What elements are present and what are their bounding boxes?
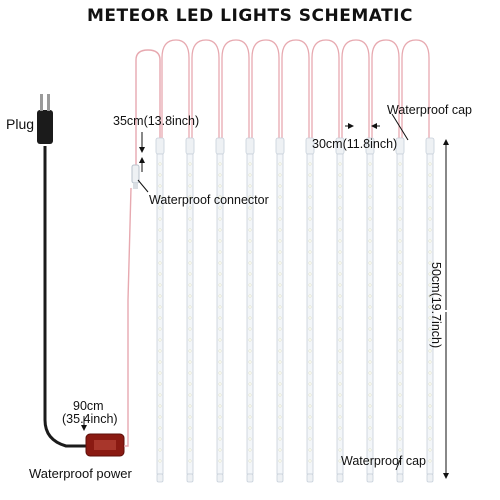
- led-tube: [185, 137, 195, 483]
- lead-wire: [135, 49, 161, 165]
- loop-wire: [341, 39, 370, 138]
- led-tube: [395, 137, 405, 483]
- loop-wire: [371, 39, 400, 138]
- led-tube: [155, 137, 165, 483]
- connector-pointer: [137, 179, 149, 193]
- waterproof-cap-bottom-label: Waterproof cap: [341, 454, 426, 468]
- waterproof-connector: [131, 164, 140, 189]
- loop-wire: [401, 39, 430, 138]
- led-tube: [275, 137, 285, 483]
- led-tube: [245, 137, 255, 483]
- led-tube: [425, 137, 435, 483]
- loop-wire: [191, 39, 220, 138]
- loop-wire: [281, 39, 310, 138]
- led-tube: [305, 137, 315, 483]
- power-cable: [43, 146, 88, 448]
- pink-wires: [124, 39, 430, 447]
- feed-wire: [124, 187, 132, 447]
- gap-30cm-label: 30cm(11.8inch): [312, 137, 398, 151]
- waterproof-cap-top-label: Waterproof cap: [387, 103, 472, 117]
- cap-bottom-pointer: [395, 459, 401, 471]
- loop-wire: [311, 39, 340, 138]
- diagram-title: METEOR LED LIGHTS SCHEMATIC: [87, 6, 413, 26]
- waterproof-connector-label: Waterproof connector: [149, 193, 269, 207]
- cap-top-pointer: [391, 113, 409, 141]
- led-tube: [215, 137, 225, 483]
- waterproof-power-label: Waterproof power: [29, 466, 132, 481]
- led-tube: [335, 137, 345, 483]
- cable-90cm-inch-label: (35.4inch): [62, 412, 118, 426]
- led-tube: [365, 137, 375, 483]
- cable-90cm-label: 90cm: [73, 399, 104, 413]
- plug-label: Plug: [6, 116, 35, 132]
- power-box-icon: [85, 433, 125, 457]
- loop-wire: [251, 39, 280, 138]
- lead-35cm-label: 35cm(13.8inch): [113, 114, 200, 128]
- led-tubes: [155, 137, 435, 483]
- tube-50cm-label: 50cm(19.7inch): [429, 262, 443, 349]
- loop-wire: [161, 39, 190, 138]
- loop-wire: [221, 39, 250, 138]
- plug-icon: [37, 94, 53, 144]
